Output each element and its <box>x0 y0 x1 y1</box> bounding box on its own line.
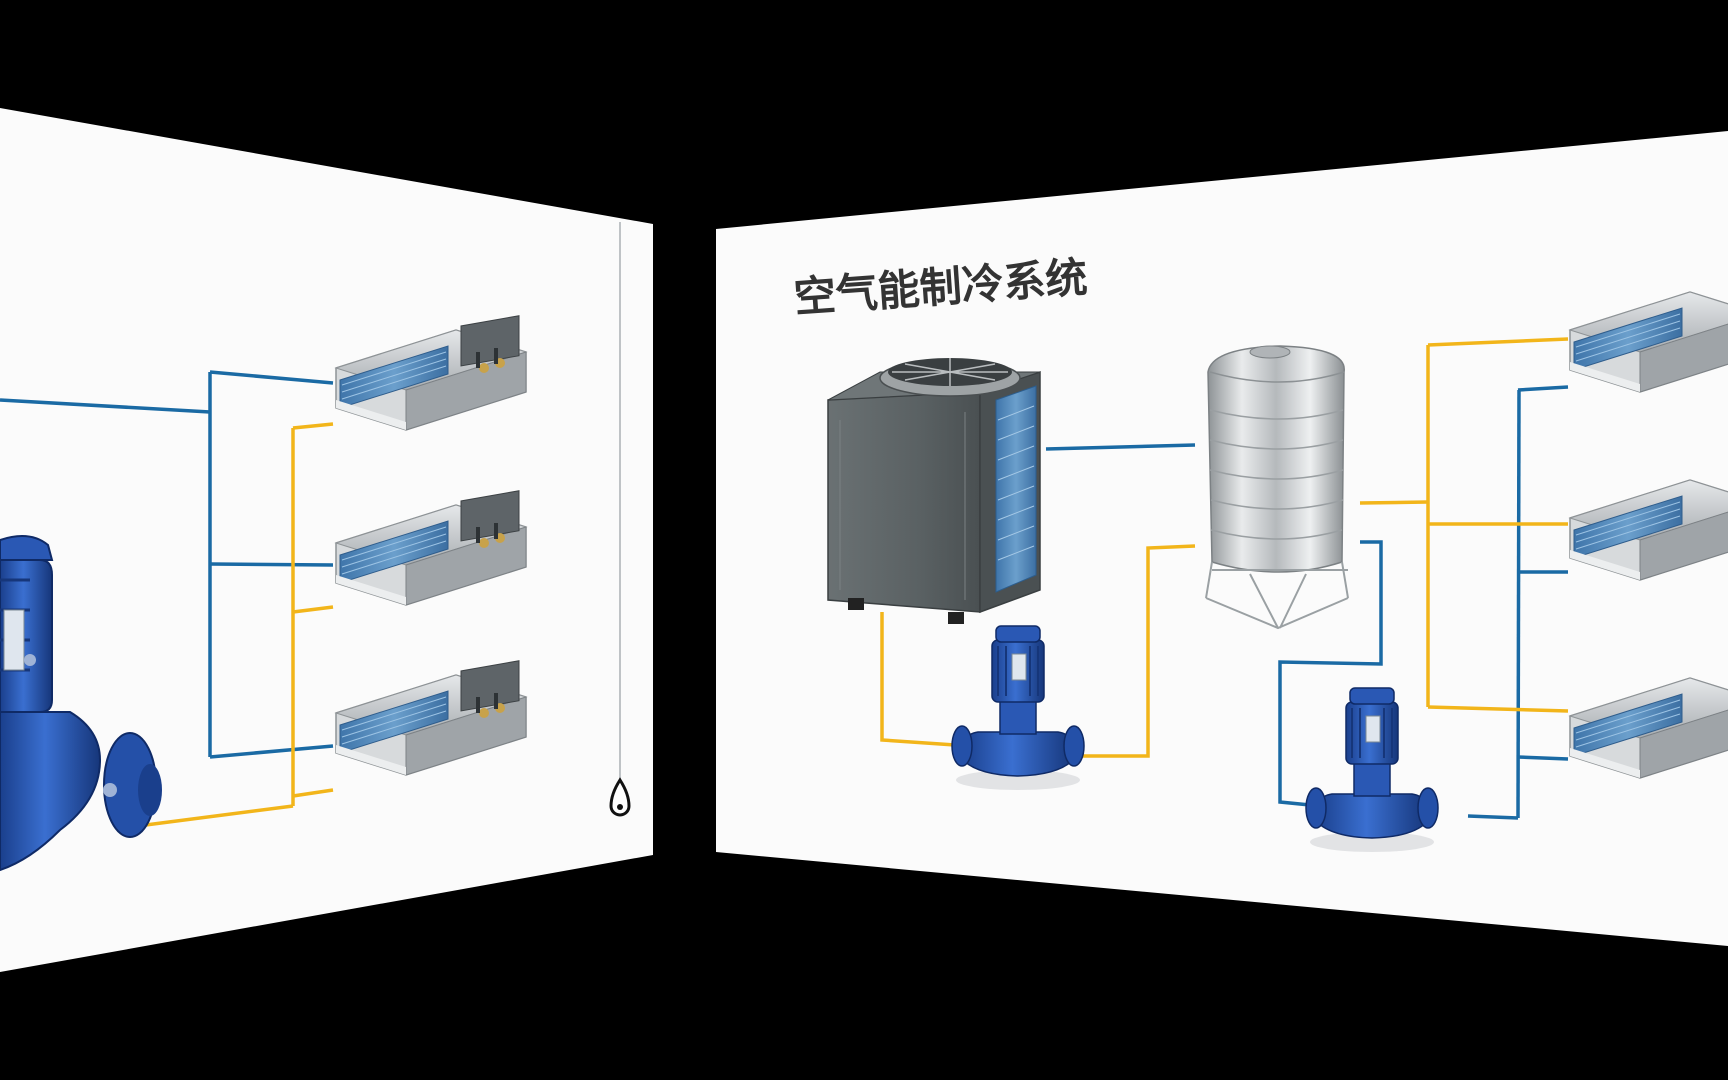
air-source-heat-pump-icon <box>827 358 1041 624</box>
left-return-pipes <box>137 422 334 828</box>
right-supply-pipes <box>1045 385 1569 820</box>
pen-cursor-icon <box>609 777 631 817</box>
left-large-pump-icon <box>0 535 162 872</box>
left-supply-pipes <box>0 370 334 759</box>
right-return-pipes <box>880 337 1569 758</box>
left-panel <box>0 108 653 972</box>
right-panel: 空气能制冷系统 <box>716 131 1728 946</box>
stainless-water-tank-icon <box>1205 345 1349 630</box>
